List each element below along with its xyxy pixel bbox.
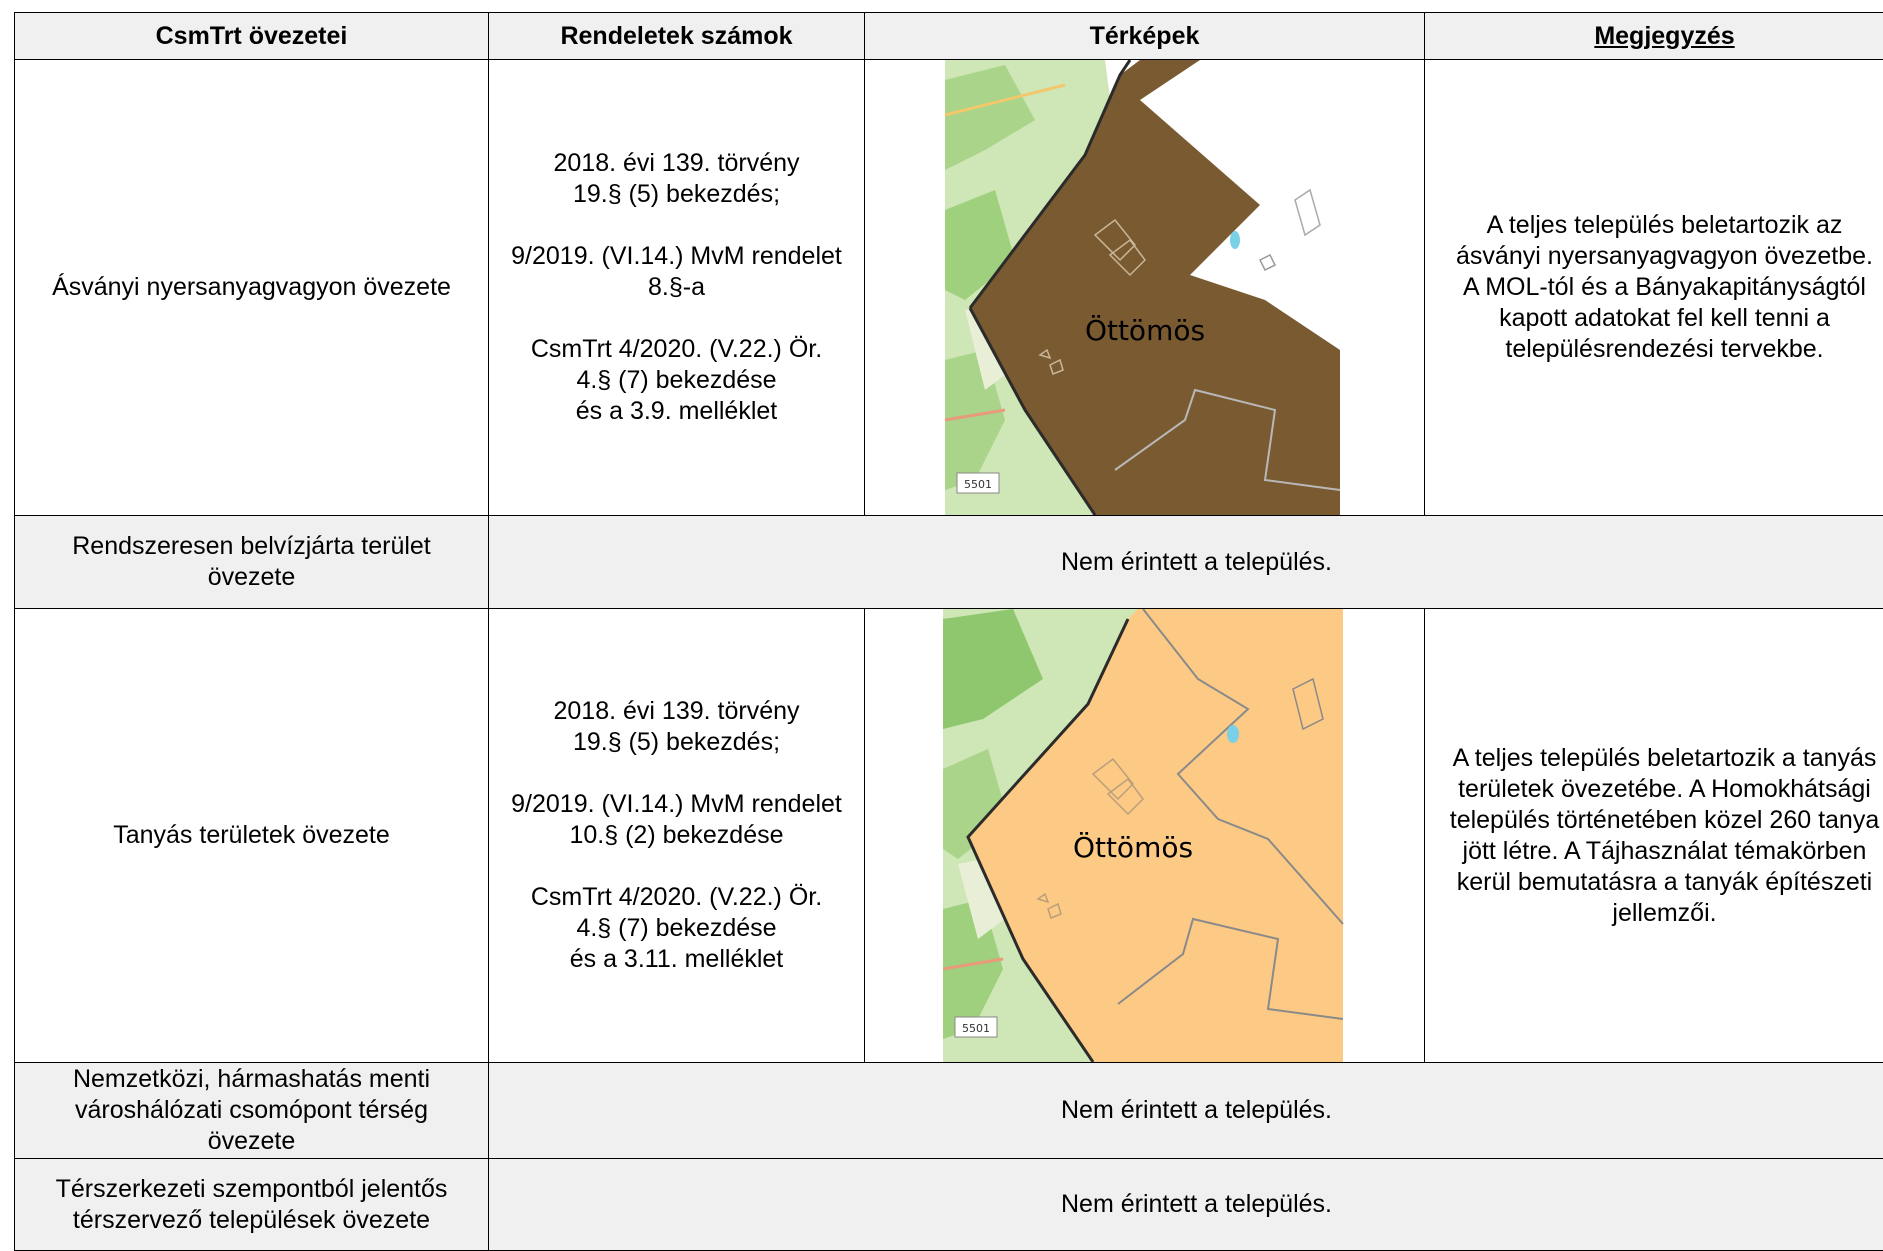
decree-line: 9/2019. (VI.14.) MvM rendelet: [489, 241, 864, 272]
decree-line: 19.§ (5) bekezdés;: [489, 179, 864, 210]
note-line: kapott adatokat fel kell tenni a: [1425, 303, 1883, 334]
map-pond: [1230, 231, 1240, 249]
decree-line: 10.§ (2) bekezdése: [489, 820, 864, 851]
table-row: Ásványi nyersanyagvagyon övezete 2018. é…: [15, 60, 1883, 516]
road-sign-label: 5501: [964, 478, 992, 491]
decree-line: 2018. évi 139. törvény: [489, 696, 864, 727]
note-line: település történetében közel 260 tanya: [1425, 805, 1883, 836]
table-row: Nemzetközi, hármashatás menti városhálóz…: [15, 1063, 1883, 1159]
decree-gap: [489, 210, 864, 241]
table-row: Térszerkezeti szempontból jelentős térsz…: [15, 1159, 1883, 1251]
note-line: kerül bemutatásra a tanyák építészeti: [1425, 867, 1883, 898]
note-line: ásványi nyersanyagvagyon övezetbe.: [1425, 241, 1883, 272]
decree-line: 8.§-a: [489, 272, 864, 303]
zones-table: CsmTrt övezetei Rendeletek számok Térkép…: [14, 12, 1883, 1251]
header-maps: Térképek: [865, 13, 1425, 60]
zone-line: térszervező települések övezete: [15, 1205, 488, 1236]
header-row: CsmTrt övezetei Rendeletek számok Térkép…: [15, 13, 1883, 60]
decree-gap: [489, 758, 864, 789]
not-affected-text: Nem érintett a település.: [489, 516, 1883, 609]
decree-line: 4.§ (7) bekezdése: [489, 365, 864, 396]
header-notes: Megjegyzés: [1425, 13, 1883, 60]
decree-line: 4.§ (7) bekezdése: [489, 913, 864, 944]
table-row: Rendszeresen belvízjárta terület övezete…: [15, 516, 1883, 609]
zone-line: övezete: [15, 1126, 488, 1157]
zone-line: Térszerkezeti szempontból jelentős: [15, 1174, 488, 1205]
zone-name: Rendszeresen belvízjárta terület övezete: [15, 516, 489, 609]
map-cell: 5501 Öttömös: [865, 60, 1425, 516]
decree-line: és a 3.9. melléklet: [489, 396, 864, 427]
header-zones: CsmTrt övezetei: [15, 13, 489, 60]
note-line: területek övezetébe. A Homokhátsági: [1425, 774, 1883, 805]
note-cell: A teljes település beletartozik a tanyás…: [1425, 609, 1883, 1063]
zone-name: Nemzetközi, hármashatás menti városhálóz…: [15, 1063, 489, 1159]
table-row: Tanyás területek övezete 2018. évi 139. …: [15, 609, 1883, 1063]
zone-line: városhálózati csomópont térség: [15, 1095, 488, 1126]
decree-line: 2018. évi 139. törvény: [489, 148, 864, 179]
zone-name: Ásványi nyersanyagvagyon övezete: [15, 60, 489, 516]
decree-line: 19.§ (5) bekezdés;: [489, 727, 864, 758]
note-line: jött létre. A Tájhasználat témakörben: [1425, 836, 1883, 867]
note-line: településrendezési tervekbe.: [1425, 334, 1883, 365]
note-line: A teljes település beletartozik a tanyás: [1425, 743, 1883, 774]
map-farmstead: 5501 Öttömös: [865, 609, 1425, 1062]
decree-gap: [489, 851, 864, 882]
zone-line: övezete: [15, 562, 488, 593]
zone-name: Térszerkezeti szempontból jelentős térsz…: [15, 1159, 489, 1251]
not-affected-text: Nem érintett a település.: [489, 1159, 1883, 1251]
map-mineral: 5501 Öttömös: [865, 60, 1425, 515]
map-cell: 5501 Öttömös: [865, 609, 1425, 1063]
zone-line: Rendszeresen belvízjárta terület: [15, 531, 488, 562]
map-pond: [1227, 725, 1239, 743]
header-decrees: Rendeletek számok: [489, 13, 865, 60]
decree-line: CsmTrt 4/2020. (V.22.) Ör.: [489, 334, 864, 365]
note-cell: A teljes település beletartozik az ásván…: [1425, 60, 1883, 516]
road-sign-label: 5501: [962, 1022, 990, 1035]
header-notes-label: Megjegyzés: [1594, 22, 1734, 50]
note-line: A MOL-tól és a Bányakapitányságtól: [1425, 272, 1883, 303]
decree-cell: 2018. évi 139. törvény 19.§ (5) bekezdés…: [489, 609, 865, 1063]
decree-line: 9/2019. (VI.14.) MvM rendelet: [489, 789, 864, 820]
decree-cell: 2018. évi 139. törvény 19.§ (5) bekezdés…: [489, 60, 865, 516]
map-place-label: Öttömös: [1073, 830, 1193, 864]
note-line: A teljes település beletartozik az: [1425, 210, 1883, 241]
zone-name: Tanyás területek övezete: [15, 609, 489, 1063]
note-line: jellemzői.: [1425, 898, 1883, 929]
decree-gap: [489, 303, 864, 334]
zone-line: Nemzetközi, hármashatás menti: [15, 1064, 488, 1095]
not-affected-text: Nem érintett a település.: [489, 1063, 1883, 1159]
decree-line: CsmTrt 4/2020. (V.22.) Ör.: [489, 882, 864, 913]
map-place-label: Öttömös: [1085, 313, 1205, 347]
decree-line: és a 3.11. melléklet: [489, 944, 864, 975]
